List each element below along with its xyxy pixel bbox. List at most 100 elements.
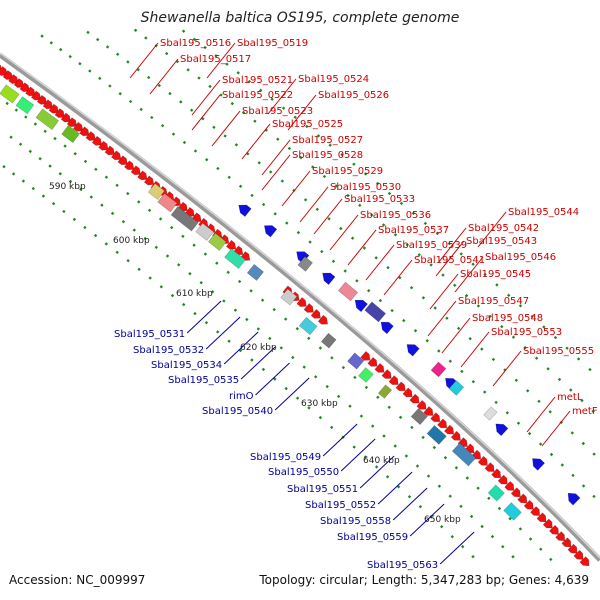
gene-feature[interactable] [157, 192, 178, 213]
gene-feature[interactable] [358, 367, 374, 383]
gene-feature[interactable] [395, 381, 408, 394]
gene-label[interactable]: metF [572, 406, 598, 417]
gene-feature[interactable] [523, 499, 536, 512]
gene-feature[interactable] [477, 455, 490, 468]
gene-label[interactable]: Sbal195_0527 [292, 135, 363, 146]
gene-feature[interactable] [437, 418, 449, 431]
gene-feature[interactable] [79, 126, 92, 139]
gene-label[interactable]: Sbal195_0544 [508, 207, 579, 218]
gene-feature[interactable] [561, 537, 574, 550]
gene-label[interactable]: Sbal195_0535 [168, 375, 239, 386]
gene-feature[interactable] [0, 62, 4, 75]
gene-feature[interactable] [579, 556, 592, 569]
gene-label[interactable]: Sbal195_0541 [414, 255, 485, 266]
gene-label[interactable]: Sbal195_0533 [344, 194, 415, 205]
gene-feature[interactable] [504, 480, 517, 493]
gene-label[interactable]: Sbal195_0559 [337, 532, 408, 543]
gene-label[interactable]: Sbal195_0537 [378, 225, 449, 236]
gene-feature[interactable] [483, 406, 498, 421]
gene-feature[interactable] [13, 78, 26, 91]
gene-feature[interactable] [147, 183, 165, 200]
gene-feature[interactable] [530, 506, 542, 518]
gene-label[interactable]: Sbal195_0542 [468, 223, 539, 234]
gene-feature[interactable] [426, 425, 447, 445]
gene-feature[interactable] [72, 121, 85, 134]
gene-feature[interactable] [195, 222, 215, 241]
gene-feature[interactable] [66, 117, 79, 130]
gene-feature[interactable] [2, 70, 15, 83]
gene-feature[interactable] [388, 375, 401, 388]
gene-feature[interactable] [377, 384, 393, 399]
gene-feature[interactable] [61, 124, 80, 144]
gene-feature[interactable] [280, 288, 298, 306]
gene-feature[interactable] [360, 350, 373, 363]
gene-feature[interactable] [317, 314, 330, 327]
gene-feature[interactable] [487, 484, 505, 502]
gene-feature[interactable] [451, 442, 477, 467]
gene-label[interactable]: Sbal195_0522 [222, 90, 293, 101]
gene-label[interactable]: Sbal195_0550 [268, 467, 339, 478]
gene-label[interactable]: Sbal195_0539 [396, 240, 467, 251]
gene-label[interactable]: Sbal195_0545 [460, 269, 531, 280]
gene-label[interactable]: Sbal195_0525 [272, 119, 343, 130]
gene-feature[interactable] [374, 363, 387, 375]
gene-label[interactable]: Sbal195_0528 [292, 150, 363, 161]
gene-feature[interactable] [491, 468, 503, 481]
gene-feature[interactable] [98, 140, 111, 153]
gene-feature[interactable] [337, 281, 359, 302]
gene-feature[interactable] [60, 112, 73, 125]
gene-label[interactable]: Sbal195_0563 [367, 560, 438, 571]
gene-feature[interactable] [19, 82, 32, 95]
gene-feature[interactable] [110, 150, 123, 163]
gene-feature[interactable] [492, 420, 509, 437]
gene-feature[interactable] [15, 96, 35, 115]
gene-feature[interactable] [367, 356, 380, 369]
gene-feature[interactable] [54, 108, 67, 121]
gene-feature[interactable] [36, 94, 49, 107]
gene-label[interactable]: Sbal195_0516 [160, 38, 231, 49]
gene-feature[interactable] [484, 462, 497, 475]
gene-label[interactable]: Sbal195_0532 [133, 345, 204, 356]
gene-feature[interactable] [104, 145, 117, 158]
gene-feature[interactable] [246, 263, 264, 281]
gene-label[interactable]: Sbal195_0531 [114, 329, 185, 340]
gene-feature[interactable] [261, 222, 278, 238]
gene-feature[interactable] [25, 86, 38, 99]
gene-feature[interactable] [423, 406, 436, 419]
gene-label[interactable]: Sbal195_0519 [237, 38, 308, 49]
gene-feature[interactable] [303, 303, 316, 315]
gene-label[interactable]: rimO [229, 391, 254, 402]
gene-feature[interactable] [450, 430, 463, 443]
gene-feature[interactable] [117, 155, 130, 168]
gene-label[interactable]: metL [557, 392, 583, 403]
gene-label[interactable]: Sbal195_0526 [318, 90, 389, 101]
gene-label[interactable]: Sbal195_0547 [458, 296, 529, 307]
gene-label[interactable]: Sbal195_0555 [523, 346, 594, 357]
gene-feature[interactable] [404, 341, 420, 357]
gene-feature[interactable] [170, 205, 199, 232]
gene-label[interactable]: Sbal195_0534 [151, 360, 222, 371]
gene-label[interactable]: Sbal195_0548 [472, 313, 543, 324]
gene-feature[interactable] [497, 474, 510, 487]
gene-label[interactable]: Sbal195_0549 [250, 452, 321, 463]
gene-feature[interactable] [517, 493, 530, 506]
gene-label[interactable]: Sbal195_0558 [320, 516, 391, 527]
gene-feature[interactable] [409, 393, 422, 406]
gene-feature[interactable] [430, 361, 447, 378]
gene-feature[interactable] [35, 108, 60, 130]
gene-feature[interactable] [536, 512, 549, 525]
gene-feature[interactable] [123, 160, 136, 173]
gene-feature[interactable] [573, 549, 586, 562]
gene-feature[interactable] [30, 90, 43, 103]
gene-feature[interactable] [555, 531, 568, 544]
gene-feature[interactable] [347, 352, 365, 370]
gene-feature[interactable] [542, 518, 555, 531]
gene-feature[interactable] [130, 165, 143, 178]
gene-label[interactable]: Sbal195_0543 [466, 236, 537, 247]
gene-feature[interactable] [565, 490, 581, 506]
gene-feature[interactable] [48, 103, 61, 116]
gene-feature[interactable] [503, 502, 522, 521]
gene-feature[interactable] [402, 387, 415, 400]
gene-feature[interactable] [448, 380, 465, 396]
gene-feature[interactable] [8, 74, 21, 87]
